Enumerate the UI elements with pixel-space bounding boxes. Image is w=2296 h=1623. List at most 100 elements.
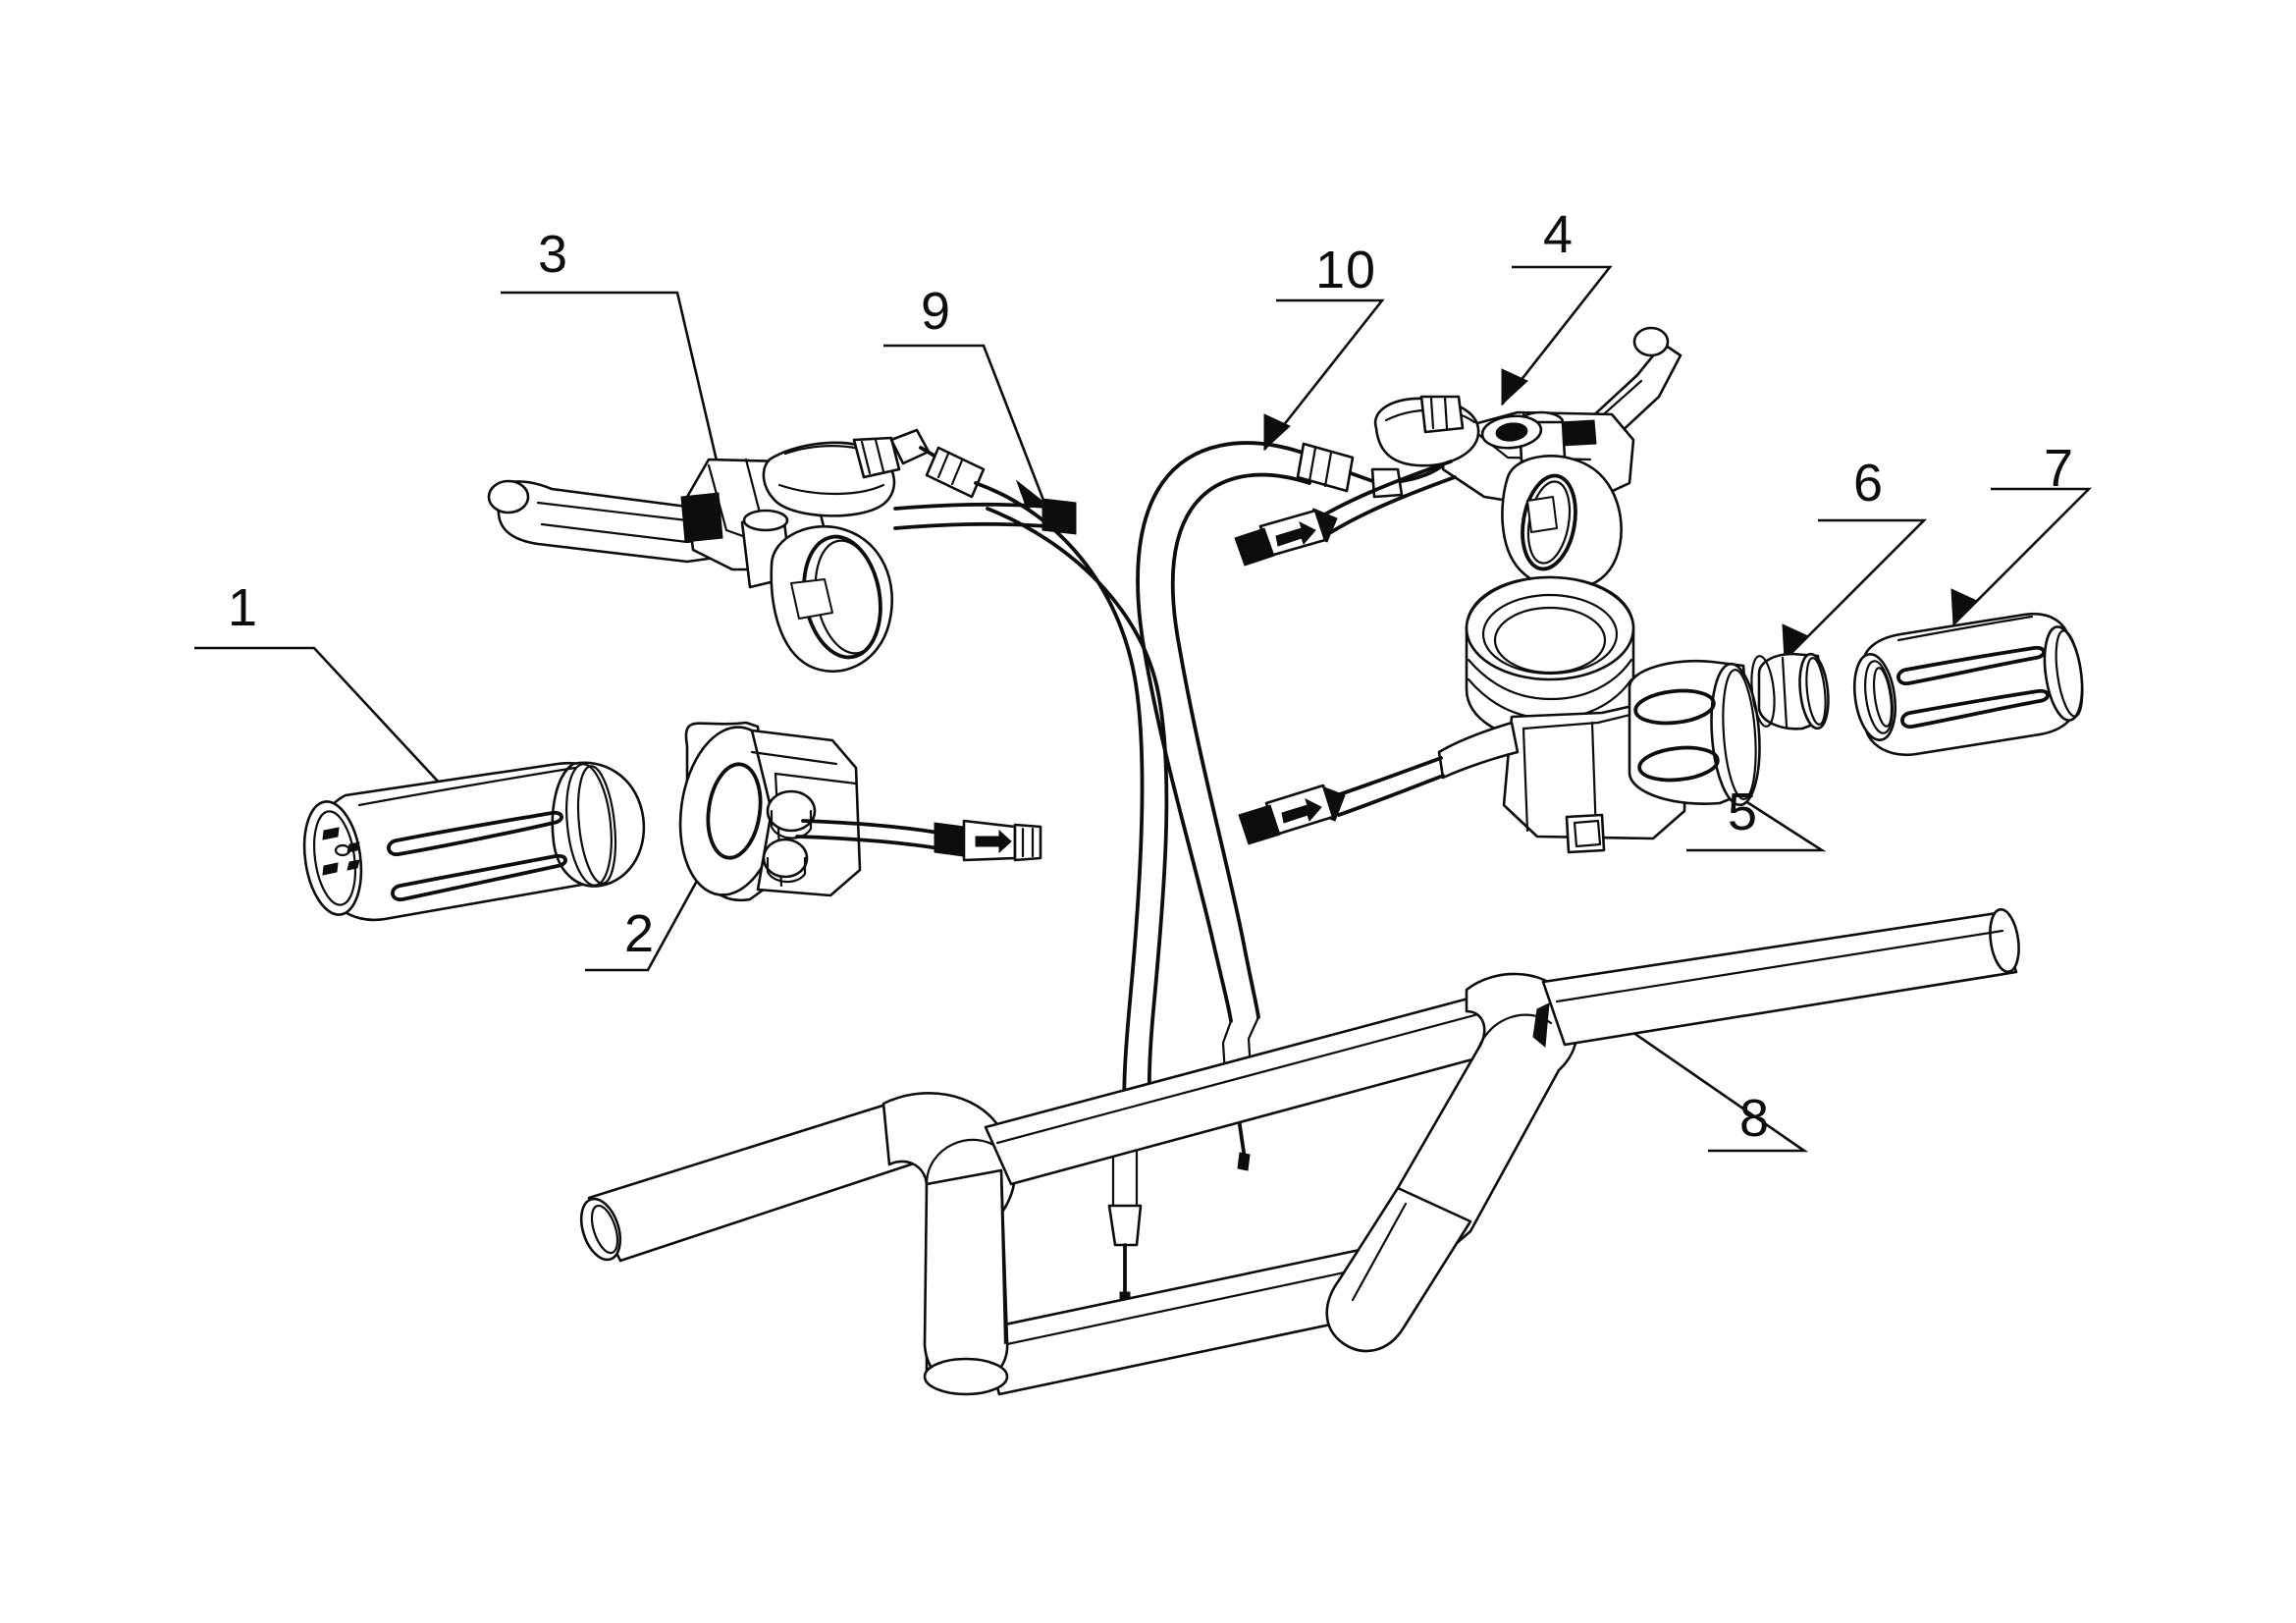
leader-4 <box>1500 265 1613 406</box>
grip1-logo-text <box>347 841 360 853</box>
lever3-ball-end <box>487 479 530 514</box>
lever3-res-cap-rib1 <box>860 440 872 475</box>
switch2-ring-bore <box>706 762 763 860</box>
grip7-body <box>1861 612 2079 757</box>
part-4-right-brake-lever <box>1234 326 1682 591</box>
sleeve6-end-near <box>1750 655 1776 728</box>
throttle5-connector <box>1238 784 1346 845</box>
arrowhead-10 <box>1263 413 1291 452</box>
lever3-adj-tooth-4 <box>685 527 722 534</box>
part-3-left-brake-lever <box>487 436 1077 674</box>
grip1-logo-text-2 <box>347 859 360 871</box>
grip7-rib-1 <box>1896 645 2046 685</box>
part-5-throttle-housing <box>1238 575 1761 854</box>
cable10-adj-rib1 <box>1308 446 1317 483</box>
bar8-left-riser-cap <box>923 1357 1009 1396</box>
lever4-wire-a <box>1319 460 1453 518</box>
lever4-connector <box>1234 508 1338 567</box>
throttle5-body-line1 <box>1522 727 1529 833</box>
switch2-wire-lower <box>795 835 940 850</box>
grip7-end-left-inner2 <box>1872 667 1894 728</box>
switch2-body-edge-mid <box>774 772 858 785</box>
grip1-flange-edge <box>565 763 613 887</box>
callout-number-8: 8 <box>1739 1089 1771 1148</box>
bar8-corner-shade <box>1532 1002 1550 1048</box>
leader-7 <box>1952 487 2093 625</box>
lever4-conn-rib1 <box>1243 538 1255 562</box>
sleeve6-seam <box>1781 656 1789 729</box>
grip1-logo-mark-a <box>322 827 340 840</box>
bar8-left-arm <box>587 1100 931 1263</box>
throttle5-wire-b <box>1337 774 1445 817</box>
grip1-flange-edge-2 <box>576 765 617 885</box>
cable9-adj-rib2 <box>950 459 964 486</box>
lever4-clamp-slot <box>1526 496 1558 533</box>
lever4-res-cap-rib1 <box>1429 397 1435 430</box>
cable9-outer-right <box>986 507 1169 1123</box>
lever3-adj-tooth-2 <box>685 508 721 514</box>
switch2-button-lower-side <box>766 856 807 884</box>
throttle5-tab-inner <box>1573 819 1602 848</box>
throttle5-wire-a <box>1329 756 1443 799</box>
switch2-body-edge-top <box>750 750 838 766</box>
cable9-upper-fitting <box>889 428 986 499</box>
callout-number-6: 6 <box>1853 454 1885 513</box>
throttle5-dial-top <box>1465 575 1635 681</box>
lever4-res-cap-rib2 <box>1443 396 1449 430</box>
lever3-hose-bottom <box>893 521 1050 530</box>
cable10-wire-tip <box>1237 1152 1251 1171</box>
cable9-adj-rib1 <box>936 452 950 479</box>
throttle5-tube-end-inner <box>1722 669 1757 800</box>
part-6-grip-sleeve <box>1750 652 1830 730</box>
part-1-left-grip <box>302 761 646 922</box>
cable10-adjuster-fitting <box>1296 442 1404 499</box>
leader-9 <box>883 344 1046 504</box>
bar8-right-arm <box>1541 911 2018 1047</box>
bar8-left-bend-inner <box>925 1138 1001 1186</box>
switch2-button-lower <box>762 838 809 879</box>
callout-number-7: 7 <box>2044 439 2075 498</box>
bar8-left-end-inner <box>590 1204 619 1255</box>
throttle5-slot-2 <box>1637 745 1720 783</box>
lever3-res-cap <box>852 436 901 479</box>
switch2-conn-arrow <box>975 829 1012 854</box>
leader-3 <box>501 291 728 504</box>
lever3-res-cap-rib2 <box>874 438 885 473</box>
callout-number-4: 4 <box>1543 205 1575 264</box>
cable9-outer-left <box>974 481 1145 1121</box>
lever3-clamp <box>770 525 894 674</box>
lever4-conn-arrow <box>1275 521 1316 547</box>
lever3-adj-tooth-3 <box>685 517 721 524</box>
switch2-button-upper <box>766 789 817 833</box>
throttle5-dial-groove-1 <box>1467 658 1633 701</box>
grip7-end-right-inner <box>2055 629 2084 718</box>
arrowhead-6 <box>1782 623 1809 662</box>
grip7-rib-2 <box>1900 688 2050 729</box>
part-7-right-grip <box>1852 612 2084 757</box>
switch2-button-upper-side <box>770 809 813 839</box>
throttle5-conn-tip <box>1238 804 1281 845</box>
bar8-crossbar-edge <box>995 1005 1506 1145</box>
grip1-flange <box>551 761 646 888</box>
arrowhead-4 <box>1501 368 1528 406</box>
callout-number-5: 5 <box>1728 783 1759 841</box>
leader-8 <box>1587 1000 1809 1153</box>
callout-number-2: 2 <box>624 904 656 963</box>
leader-1 <box>194 646 468 814</box>
part-8-handlebar <box>579 907 2020 1396</box>
bar8-right-riser <box>1325 1186 1472 1353</box>
cable9-adjuster <box>925 446 986 499</box>
bar8-right-arm-edge <box>1555 929 2004 1003</box>
lever4-conn-rib2 <box>1255 534 1266 558</box>
leader-6 <box>1784 518 1928 661</box>
switch2-wire-upper <box>801 819 940 835</box>
throttle5-dial-ring-2 <box>1493 606 1607 675</box>
sleeve6-end-far-inner <box>1805 657 1827 726</box>
lever3-adjuster <box>680 492 723 543</box>
throttle5-conn-rib2 <box>1258 811 1270 837</box>
bar8-left-riser-edge <box>999 1176 1007 1345</box>
lever4-ball-end <box>1632 326 1670 357</box>
callout-number-3: 3 <box>538 225 569 284</box>
